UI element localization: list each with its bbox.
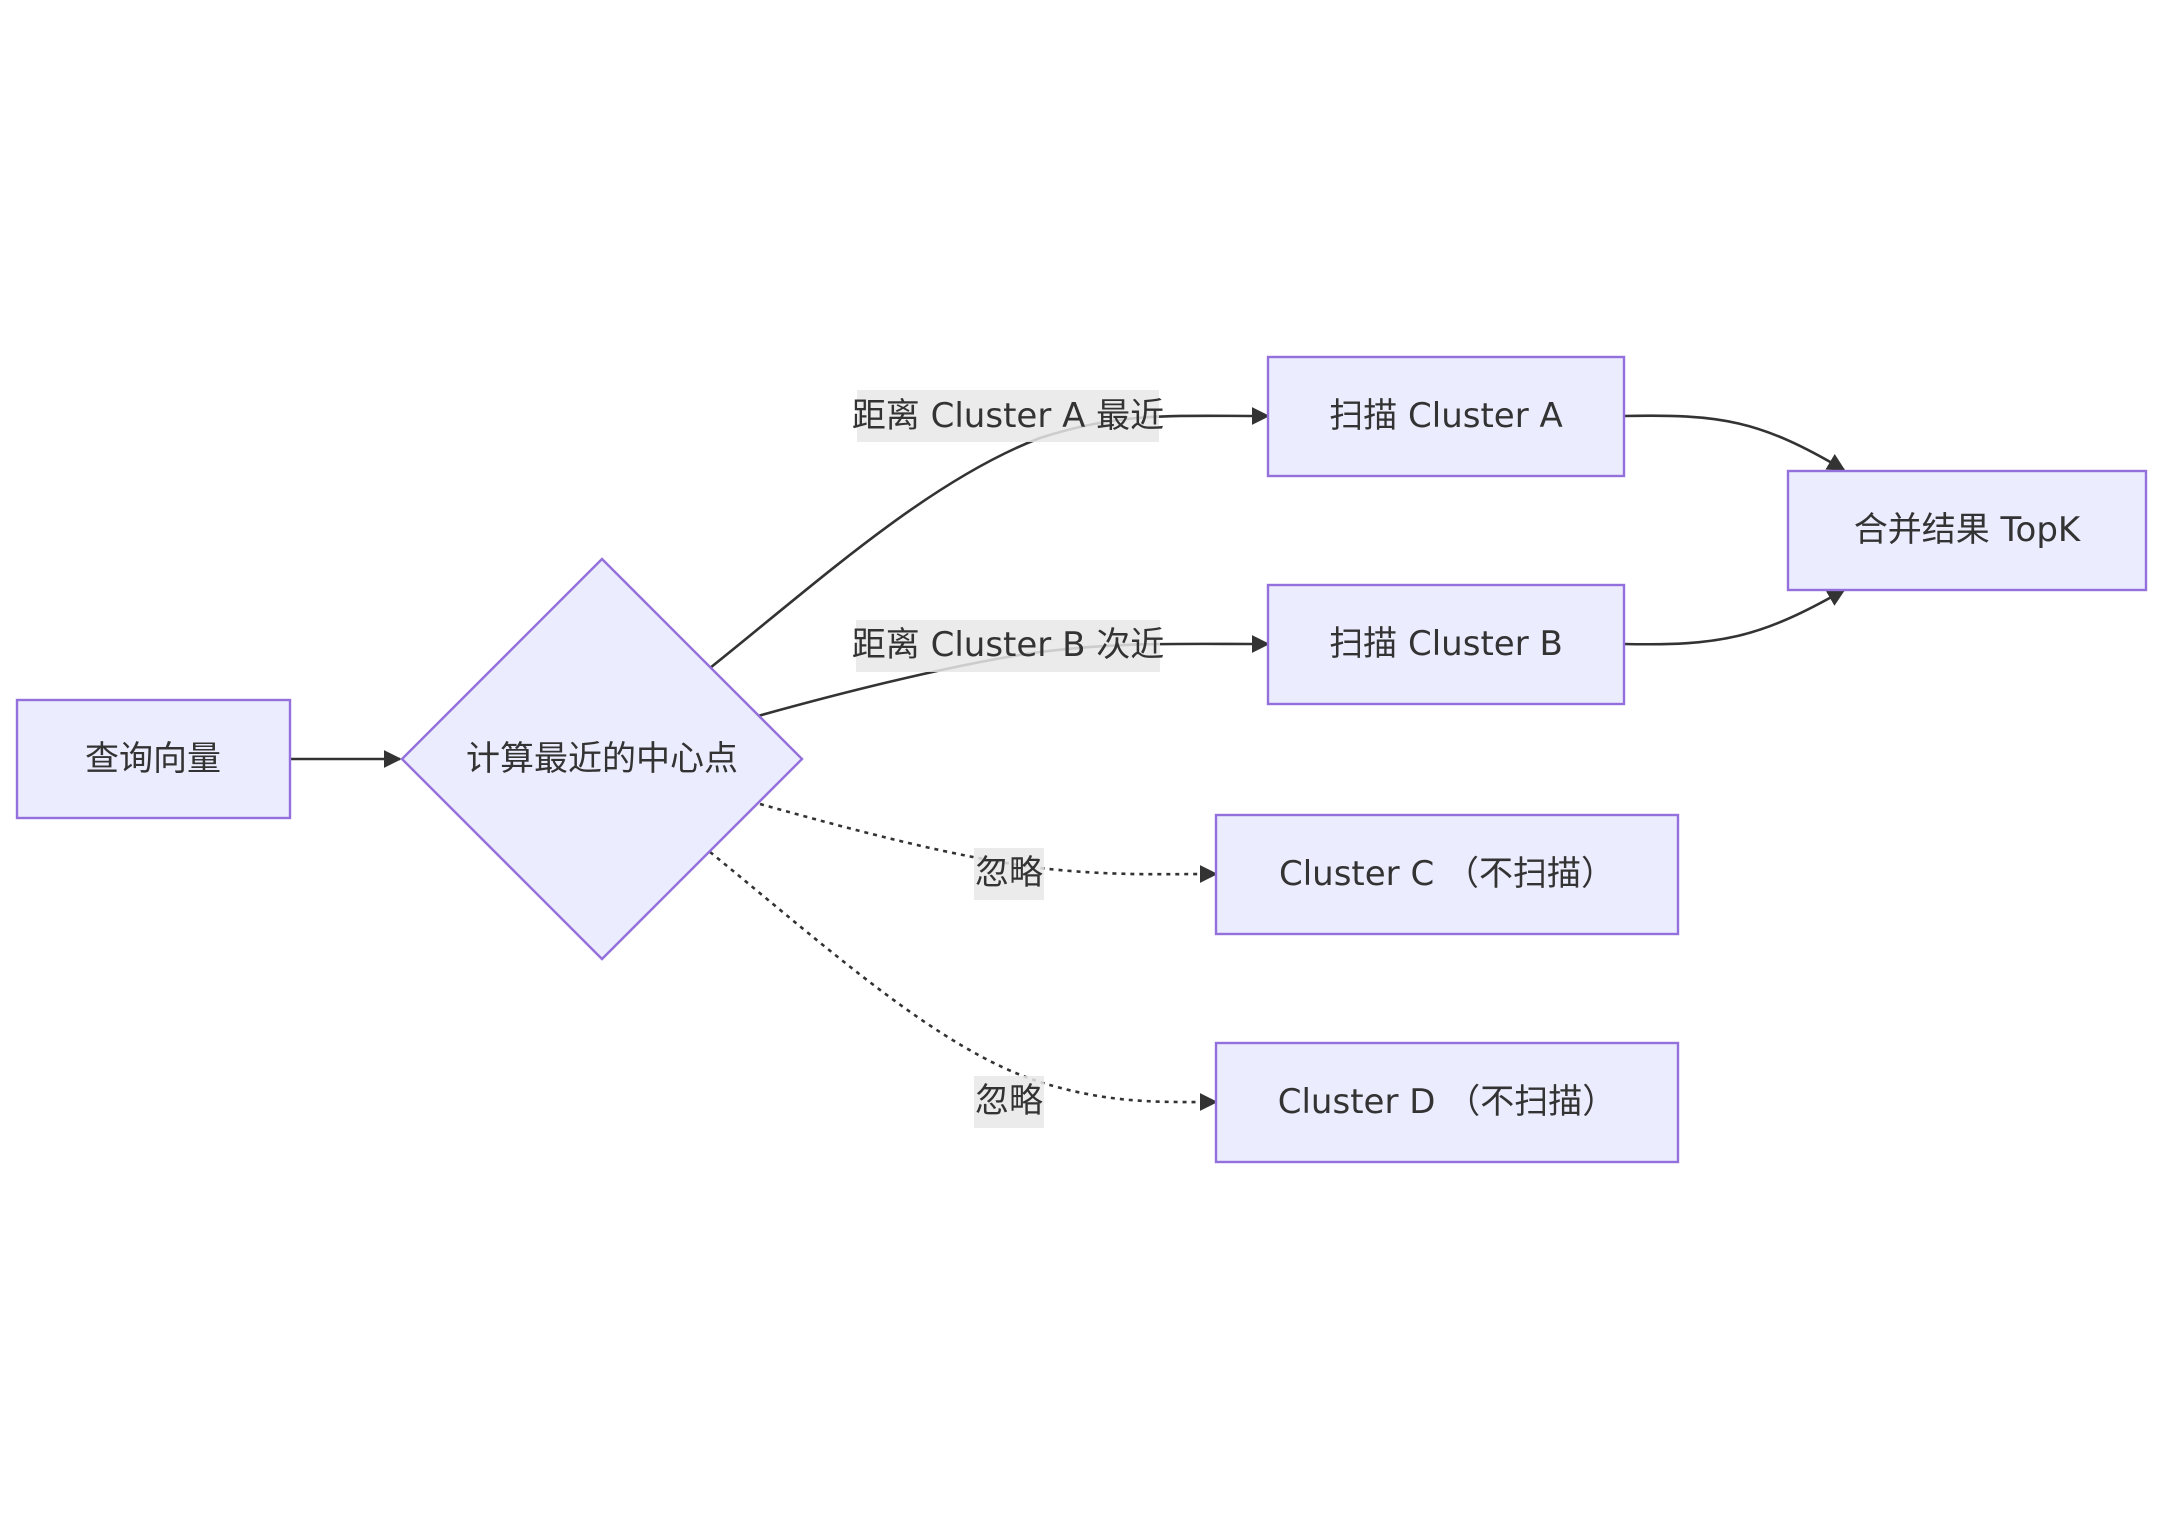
edge-scan-a-to-merge [1623, 414, 1846, 472]
svg-text:忽略: 忽略 [975, 1081, 1043, 1121]
svg-text:合并结果 TopK: 合并结果 TopK [1854, 510, 2082, 550]
svg-text:计算最近的中心点: 计算最近的中心点 [466, 739, 738, 779]
node-query: 查询向量 [15, 698, 292, 820]
node-cluster-c: Cluster C （不扫描） [1214, 813, 1680, 936]
node-cluster-d: Cluster D （不扫描） [1214, 1041, 1680, 1164]
node-compute-decision: 计算最近的中心点 [400, 557, 804, 961]
edge-label-to-c: 忽略 [974, 848, 1044, 900]
edge-scan-b-to-merge [1623, 588, 1846, 646]
edge-label-to-d: 忽略 [974, 1076, 1044, 1128]
svg-text:扫描 Cluster B: 扫描 Cluster B [1329, 624, 1563, 664]
node-merge-topk: 合并结果 TopK [1786, 469, 2148, 592]
svg-text:查询向量: 查询向量 [85, 739, 221, 779]
svg-text:距离 Cluster A 最近: 距离 Cluster A 最近 [852, 396, 1164, 436]
svg-text:距离 Cluster B 次近: 距离 Cluster B 次近 [852, 625, 1164, 665]
edge-label-to-b: 距离 Cluster B 次近 [852, 620, 1164, 672]
node-scan-a: 扫描 Cluster A [1266, 355, 1626, 478]
svg-text:Cluster D （不扫描）: Cluster D （不扫描） [1278, 1082, 1616, 1122]
svg-text:Cluster C （不扫描）: Cluster C （不扫描） [1279, 854, 1615, 894]
node-scan-b: 扫描 Cluster B [1266, 583, 1626, 706]
edge-compute-to-scan-a [709, 406, 1270, 670]
edge-label-to-a: 距离 Cluster A 最近 [852, 390, 1164, 442]
edge-compute-to-cluster-d [709, 850, 1218, 1112]
svg-text:扫描 Cluster A: 扫描 Cluster A [1329, 396, 1563, 436]
svg-text:忽略: 忽略 [975, 853, 1043, 893]
